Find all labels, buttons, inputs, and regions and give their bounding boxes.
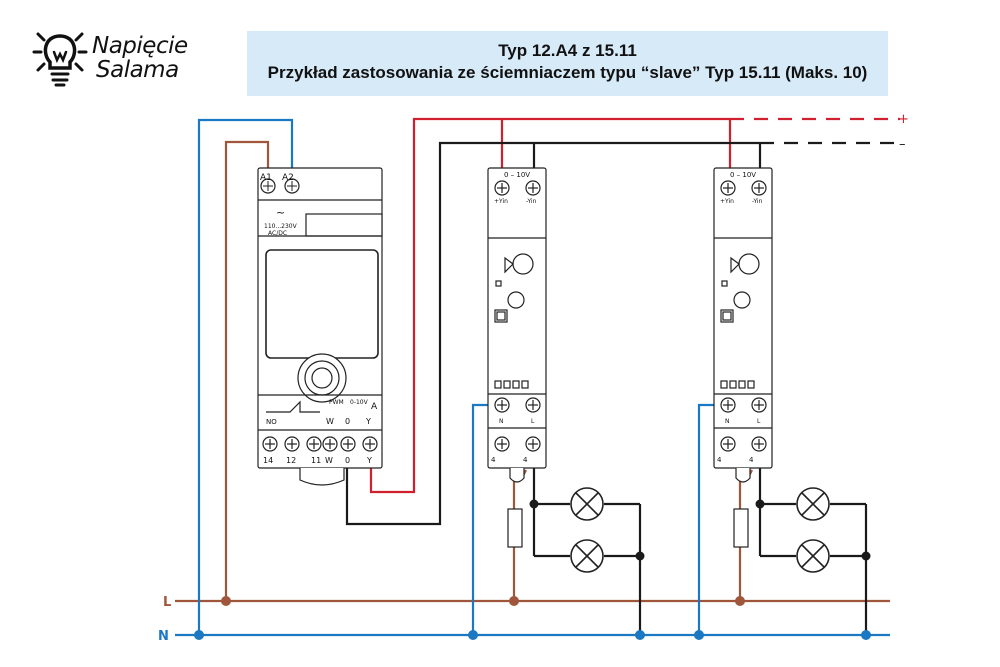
terminal-a1	[260, 178, 276, 194]
logo-text: Napięcie Salama	[92, 34, 188, 82]
timer-label-pwm: PWM	[329, 399, 344, 406]
timer-12a4	[257, 167, 383, 486]
wire-signal-plus	[369, 117, 730, 494]
logo-line-1: Napięcie	[92, 33, 188, 59]
timer-label-w-top: W	[326, 417, 334, 426]
dimmer1-label-010: 0 – 10V	[504, 171, 530, 179]
dimmer-2: 0 – 10V +Yin -Yin N L 4 4	[713, 167, 773, 483]
fuse-icon	[507, 508, 523, 548]
timer-label-010: 0-10V	[350, 399, 369, 406]
junction-dots	[194, 499, 871, 640]
dimmer2-term-4a: 4	[717, 456, 722, 464]
timer-term-0: 0	[345, 456, 350, 465]
timer-term-12: 12	[286, 456, 296, 465]
timer-term-14: 14	[263, 456, 273, 465]
dimmer2-term-4b: 4	[749, 456, 754, 464]
lightbulb-icon	[32, 32, 88, 87]
timer-label-a1: A1	[260, 173, 272, 183]
timer-label-a: A	[371, 402, 378, 412]
fuse-icon	[733, 508, 749, 548]
label-minus: –	[899, 137, 906, 152]
dimmer2-term-minus-yin: -Yin	[752, 198, 763, 205]
wire-signal-minus	[345, 141, 760, 526]
timer-term-w: W	[325, 456, 333, 465]
label-plus: +	[898, 112, 909, 127]
dimmer1-term-minus-yin: -Yin	[526, 198, 537, 205]
dimmer-1: 0 – 10V +Yin -Yin N L 4 4	[487, 167, 547, 483]
dimmer2-term-l: L	[757, 418, 761, 425]
title-banner: Typ 12.A4 z 15.11 Przykład zastosowania …	[247, 31, 888, 96]
lamp-icon	[796, 487, 830, 521]
diagram-subtitle: Przykład zastosowania ze ściemniaczem ty…	[267, 63, 868, 82]
ac-symbol: ~	[276, 206, 285, 219]
timer-label-no: NO	[266, 418, 277, 426]
terminal-a2	[284, 178, 300, 194]
wire-a2	[197, 118, 294, 635]
timer-label-0-top: 0	[345, 417, 350, 426]
lamp-icon	[796, 539, 830, 573]
label-n: N	[158, 629, 169, 644]
dimmer1-term-l: L	[531, 418, 535, 425]
diagram-title: Typ 12.A4 z 15.11	[498, 41, 637, 60]
logo: Napięcie Salama	[30, 24, 220, 92]
timer-label-y-top: Y	[365, 417, 371, 426]
timer-terminals	[260, 178, 378, 452]
dimmer1-term-4a: 4	[491, 456, 496, 464]
dimmer1-term-n: N	[499, 418, 504, 425]
dimmer2-label-010: 0 – 10V	[730, 171, 756, 179]
timer-term-11: 11	[311, 456, 321, 465]
dimmer2-term-plus-yin: +Yin	[720, 198, 734, 205]
dimmer2-term-n: N	[725, 418, 730, 425]
timer-voltage-line2: AC/DC	[268, 230, 287, 237]
timer-voltage-line1: 110...230V	[264, 223, 298, 230]
lamp-icon	[570, 539, 604, 573]
lamp-icon	[570, 487, 604, 521]
timer-term-y: Y	[366, 456, 372, 465]
dimmer1-term-4b: 4	[523, 456, 528, 464]
timer-label-a2: A2	[282, 173, 294, 183]
dimmer1-term-plus-yin: +Yin	[494, 198, 508, 205]
wire-a1	[224, 140, 270, 601]
label-l: L	[163, 595, 171, 610]
logo-line-2: Salama	[96, 57, 179, 83]
